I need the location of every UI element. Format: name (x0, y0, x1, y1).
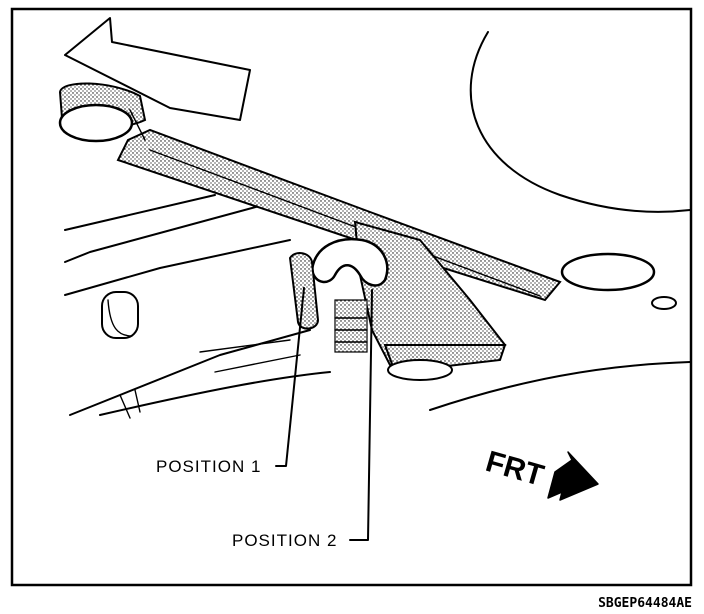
lever-notch (310, 237, 389, 287)
position-1-label: POSITION 1 (156, 457, 261, 476)
position-1-leader (275, 287, 305, 467)
floor-panel (64, 194, 311, 416)
slide-rail (116, 128, 562, 302)
floor-line-slots (119, 339, 301, 419)
frt-label: FRT (482, 445, 547, 493)
lever-base (387, 359, 453, 381)
rear-stud (58, 82, 147, 143)
figure-code: SBGEP64484AE (598, 596, 692, 611)
arrow-icon (547, 451, 599, 501)
position-2-label: POSITION 2 (232, 531, 337, 550)
left-bolt (101, 291, 139, 339)
floor-line-lower (99, 361, 691, 416)
front-stud (560, 252, 677, 310)
figure-frame (10, 7, 693, 587)
seat-edge-curve (469, 31, 691, 213)
position-2-stack (334, 299, 368, 353)
rail-edge (129, 109, 541, 297)
seat-cushion-panel (64, 17, 251, 121)
position-2-leader (349, 289, 373, 541)
